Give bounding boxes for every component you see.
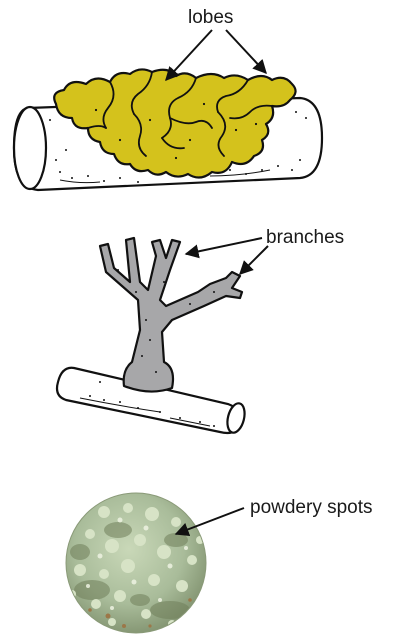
branches-arrow-bottom [240, 246, 268, 274]
lobes-arrow-right [226, 30, 266, 73]
lobes-arrow-left [166, 30, 212, 80]
grey-branches [100, 238, 242, 392]
powdery-lichen-photo [66, 493, 206, 633]
fruticose-lichen-illustration [57, 238, 247, 434]
foliose-lichen-illustration [14, 69, 322, 190]
branches-arrow-top [186, 238, 262, 254]
label-lobes: lobes [188, 8, 233, 27]
label-powdery-spots: powdery spots [250, 498, 373, 517]
label-branches: branches [266, 228, 344, 247]
